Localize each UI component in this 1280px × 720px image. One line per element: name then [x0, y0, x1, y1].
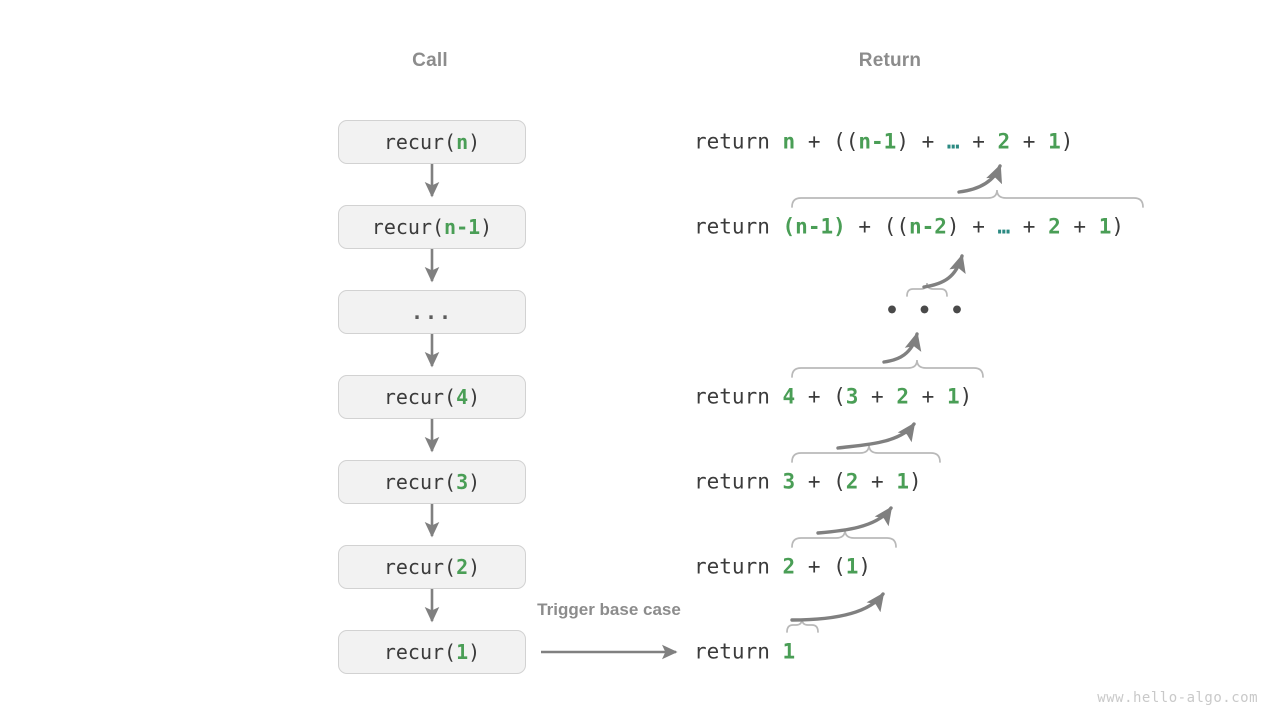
- call-box-label: recur(2): [383, 555, 481, 579]
- call-box-3: recur(3): [338, 460, 526, 504]
- return-row-4: return 4 + (3 + 2 + 1): [694, 384, 973, 409]
- expression-token: + (: [795, 469, 846, 494]
- expression-token: +: [858, 384, 897, 409]
- expression-token: ) +: [896, 129, 947, 154]
- expression-token: …: [997, 214, 1011, 239]
- expression-token: 2: [1048, 214, 1061, 239]
- expression-token: +: [1010, 129, 1049, 154]
- trigger-base-case-label: Trigger base case: [537, 600, 681, 619]
- return-keyword: return: [694, 384, 783, 409]
- call-box-label: recur(n-1): [371, 215, 493, 239]
- return-row-1: return 1: [694, 639, 796, 664]
- expression-token: n-2: [908, 214, 947, 239]
- expression-token: 3: [782, 469, 796, 494]
- call-box-label: recur(3): [383, 470, 481, 494]
- expression-token: (: [782, 214, 796, 239]
- brace-row-2: [791, 189, 1144, 208]
- expression-token: n-1: [795, 214, 834, 239]
- watermark: www.hello-algo.com: [1097, 690, 1258, 706]
- expression-token: ): [909, 469, 922, 494]
- expression-token: 2: [997, 129, 1011, 154]
- expression-token: n: [782, 129, 796, 154]
- call-box-label: recur(1): [383, 640, 481, 664]
- return-keyword: return: [694, 129, 783, 154]
- return-arrow-to-row-4: [836, 422, 916, 450]
- return-arrow-to-row-3: [816, 506, 893, 535]
- return-keyword: return: [694, 554, 783, 579]
- return-middle-ellipsis: • • •: [885, 298, 967, 324]
- return-row-3: return 3 + (2 + 1): [694, 469, 922, 494]
- expression-token: +: [1010, 214, 1049, 239]
- expression-token: ): [959, 384, 973, 409]
- expression-token: +: [909, 384, 947, 409]
- expression-token: ): [858, 554, 872, 579]
- expression-token: 1: [946, 384, 960, 409]
- call-box-2: recur(2): [338, 545, 526, 589]
- brace-row-3: [791, 444, 941, 463]
- expression-token: ) +: [946, 214, 998, 239]
- expression-token: +: [959, 129, 998, 154]
- call-box-label: ...: [410, 300, 454, 324]
- return-arrow-to-row-2b: [790, 592, 885, 622]
- brace-row-2b: [791, 529, 897, 548]
- return-keyword: return: [694, 639, 783, 664]
- expression-token: 2: [896, 384, 909, 409]
- expression-token: 1: [782, 639, 796, 664]
- expression-token: 3: [845, 384, 859, 409]
- expression-token: + (: [795, 554, 846, 579]
- expression-token: 1: [896, 469, 909, 494]
- return-keyword: return: [694, 214, 783, 239]
- expression-token: ): [833, 214, 846, 239]
- call-box-dots: ...: [338, 290, 526, 334]
- call-box-n: recur(n): [338, 120, 526, 164]
- return-arrow-to-row-1: [957, 164, 1002, 194]
- column-header-call: Call: [412, 50, 448, 71]
- expression-token: 2: [845, 469, 859, 494]
- return-row-n-1: return (n-1) + ((n-2) + … + 2 + 1): [694, 214, 1124, 239]
- expression-token: ): [1060, 129, 1074, 154]
- expression-token: 2: [782, 554, 796, 579]
- call-box-label: recur(n): [383, 130, 481, 154]
- expression-token: + (: [795, 384, 846, 409]
- expression-token: 4: [782, 384, 796, 409]
- call-box-1: recur(1): [338, 630, 526, 674]
- expression-token: …: [946, 129, 960, 154]
- expression-token: + ((: [845, 214, 909, 239]
- expression-token: ): [1111, 214, 1124, 239]
- return-row-n: return n + ((n-1) + … + 2 + 1): [694, 129, 1074, 154]
- return-arrow-to-middle: [882, 332, 922, 364]
- brace-row-middle: [906, 282, 948, 297]
- return-row-2: return 2 + (1): [694, 554, 872, 579]
- expression-token: +: [1060, 214, 1099, 239]
- expression-token: + ((: [795, 129, 859, 154]
- call-box-label: recur(4): [383, 385, 481, 409]
- expression-token: n-1: [858, 129, 897, 154]
- expression-token: 1: [845, 554, 859, 579]
- brace-row-1: [786, 618, 819, 633]
- brace-row-4: [791, 359, 984, 378]
- return-keyword: return: [694, 469, 783, 494]
- call-box-4: recur(4): [338, 375, 526, 419]
- expression-token: +: [858, 469, 897, 494]
- expression-token: 1: [1098, 214, 1112, 239]
- expression-token: 1: [1048, 129, 1061, 154]
- call-box-n-1: recur(n-1): [338, 205, 526, 249]
- column-header-return: Return: [858, 50, 922, 71]
- return-arrow-to-row-2: [922, 254, 966, 289]
